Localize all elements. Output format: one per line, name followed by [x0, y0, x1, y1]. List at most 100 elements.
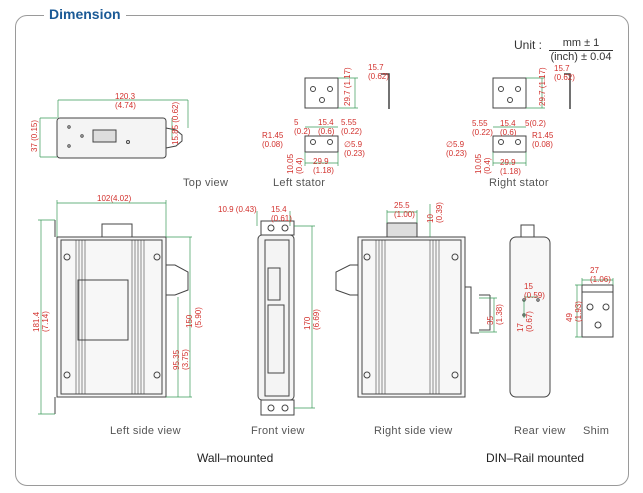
- din-rail-mounted-label: DIN–Rail mounted: [486, 451, 585, 465]
- dim-mm: 17: [516, 323, 525, 332]
- dim-inch: (0.39): [435, 202, 444, 223]
- dim-mm: 29.9: [313, 157, 329, 166]
- top-view-height: 37 (0.15): [30, 120, 39, 152]
- right-stator-height: 29.7 (1.17): [538, 67, 547, 106]
- dim-inch: (0.6): [318, 127, 335, 136]
- dim-mm: 29.7: [538, 90, 547, 106]
- dim-mm: 15.85: [171, 124, 180, 145]
- right-stator-caption: Right stator: [489, 177, 549, 189]
- left-side-width: 102(4.02): [97, 194, 132, 203]
- dim-mm: 15.4: [271, 205, 287, 214]
- left-side-body-height: 150(5.90): [185, 307, 203, 328]
- right-stator-offset: 10.05(0.4): [474, 154, 492, 174]
- shim-drawing: [575, 278, 614, 338]
- dim-inch: (0.23): [344, 149, 365, 158]
- dim-mm: 10.05: [286, 153, 295, 174]
- section-title: Dimension: [44, 6, 126, 22]
- dim-inch: (1.17): [343, 67, 352, 89]
- dim-mm: 10: [426, 214, 435, 223]
- right-side-connector-width: 25.5(1.00): [394, 201, 415, 219]
- dim-inch: (0.6): [500, 128, 517, 137]
- right-stator-radius: R1.45(0.08): [532, 131, 553, 149]
- unit-inch: (inch) ± 0.04: [550, 51, 612, 63]
- dim-mm: ∅5.9: [344, 140, 363, 149]
- top-view-caption: Top view: [183, 177, 229, 189]
- dim-mm: 5(0.2): [525, 119, 546, 128]
- dim-mm: 15.7: [368, 63, 384, 72]
- dim-inch: (1.17): [538, 67, 547, 89]
- dim-inch: (4.74): [115, 101, 136, 110]
- front-view-drawing: [256, 211, 315, 416]
- dim-inch: (1.18): [313, 166, 334, 175]
- shim-height: 49(1.93): [565, 301, 583, 322]
- left-stator-base: 29.9(1.18): [313, 157, 334, 175]
- dim-inch: (0.62): [368, 72, 389, 81]
- dim-inch: (1.18): [500, 167, 521, 176]
- left-stator-d3: 5.55(0.22): [341, 118, 362, 136]
- dim-inch: (0.4): [483, 157, 492, 174]
- dim-inch: (0.62): [554, 73, 575, 82]
- dim-mm: 10.05: [474, 153, 483, 174]
- dim-inch: (0.15): [30, 119, 39, 141]
- left-side-view-drawing: [38, 200, 192, 415]
- rear-view-drawing: [509, 224, 551, 398]
- dim-mm: 15.4: [318, 118, 334, 127]
- dim-inch: (0.59): [524, 291, 545, 300]
- rear-view-height: 17(0.67): [516, 311, 534, 332]
- top-view-drawing: [39, 99, 189, 159]
- left-stator-d2: 15.4(0.6): [318, 118, 334, 136]
- right-stator-d1: 5.55(0.22): [472, 119, 493, 137]
- dim-mm: 5.55: [472, 119, 488, 128]
- dim-mm: 49: [565, 313, 574, 322]
- right-side-rail: 35(1.38): [486, 304, 504, 325]
- dim-inch: (0.2): [294, 127, 311, 136]
- dim-mm: R1.45: [262, 131, 284, 140]
- left-stator-caption: Left stator: [273, 177, 326, 189]
- rear-view-caption: Rear view: [514, 425, 566, 437]
- right-stator-hole: ∅5.9(0.23): [446, 140, 467, 158]
- dim-mm: 35: [486, 316, 495, 325]
- dim-mm: 29.9: [500, 158, 516, 167]
- dim-mm: 181.4: [32, 311, 41, 332]
- top-view-connector: 15.85 (0.62): [171, 102, 180, 145]
- dim-mm: 29.7: [343, 90, 352, 106]
- right-side-view-caption: Right side view: [374, 425, 453, 437]
- dim-mm: 15.4: [500, 119, 516, 128]
- dim-inch: (5.90): [194, 307, 203, 328]
- dim-mm: 5: [294, 118, 299, 127]
- dim-inch: (0.67): [525, 311, 534, 332]
- left-stator-width: 15.7(0.62): [368, 63, 389, 81]
- dim-inch: (1.00): [394, 210, 415, 219]
- left-stator-offset: 10.05(0.4): [286, 154, 304, 174]
- left-stator-height: 29.7 (1.17): [343, 67, 352, 106]
- dim-mm: R1.45: [532, 131, 554, 140]
- left-stator-d1: 5(0.2): [294, 118, 310, 136]
- dim-inch: (0.22): [341, 127, 362, 136]
- front-view-height: 170(6.69): [303, 309, 321, 330]
- dim-mm: 25.5: [394, 201, 410, 210]
- left-stator-hole: ∅5.9(0.23): [344, 140, 365, 158]
- shim-width: 27(1.06): [590, 266, 611, 284]
- unit-mm: mm ± 1: [549, 37, 613, 51]
- dim-mm: 37: [30, 143, 39, 152]
- dim-inch: (1.93): [574, 301, 583, 322]
- right-stator-d3: 5(0.2): [525, 119, 546, 128]
- unit-label: Unit :: [514, 38, 543, 52]
- left-side-view-caption: Left side view: [110, 425, 181, 437]
- dim-inch: (0.08): [262, 140, 283, 149]
- dim-inch: (0.61): [271, 214, 292, 223]
- unit-fraction: mm ± 1 (inch) ± 0.04: [549, 37, 613, 63]
- dim-inch: (0.23): [446, 149, 467, 158]
- right-stator-base: 29.9(1.18): [500, 158, 521, 176]
- shim-caption: Shim: [583, 425, 610, 437]
- left-stator-drawing: [304, 73, 390, 166]
- dim-mm: 15: [524, 282, 533, 291]
- rear-view-width: 15(0.59): [524, 282, 545, 300]
- dim-mm: 95.35: [172, 349, 181, 370]
- dim-inch: (3.75): [181, 349, 190, 370]
- wall-mounted-label: Wall–mounted: [197, 451, 274, 465]
- left-stator-radius: R1.45(0.08): [262, 131, 283, 149]
- dim-inch: (0.62): [171, 101, 180, 123]
- dim-mm: 150: [185, 314, 194, 328]
